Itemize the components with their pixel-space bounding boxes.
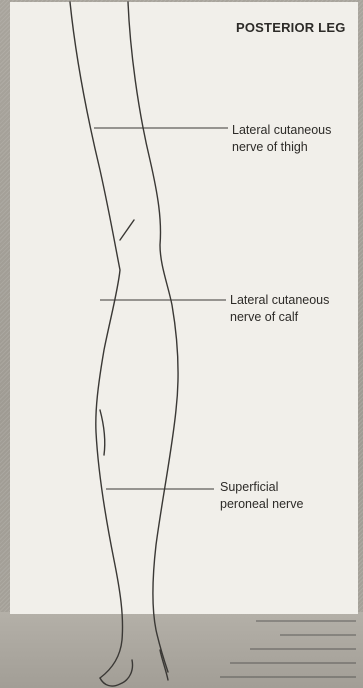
label-line: Superficial: [220, 479, 303, 496]
label-superficial-peroneal: Superficial peroneal nerve: [220, 479, 303, 513]
label-lateral-cutaneous-calf: Lateral cutaneous nerve of calf: [230, 292, 329, 326]
label-line: Lateral cutaneous: [230, 292, 329, 309]
heel-outline: [100, 660, 133, 686]
diagram-title: POSTERIOR LEG: [236, 20, 346, 35]
label-lateral-cutaneous-thigh: Lateral cutaneous nerve of thigh: [232, 122, 331, 156]
label-line: nerve of thigh: [232, 139, 331, 156]
leg-inner-contour: [128, 2, 178, 672]
leg-outer-contour: [70, 2, 123, 678]
toe-outline: [160, 650, 168, 680]
label-line: nerve of calf: [230, 309, 329, 326]
calf-crease: [100, 410, 105, 455]
label-line: peroneal nerve: [220, 496, 303, 513]
label-line: Lateral cutaneous: [232, 122, 331, 139]
knee-crease: [120, 220, 134, 240]
